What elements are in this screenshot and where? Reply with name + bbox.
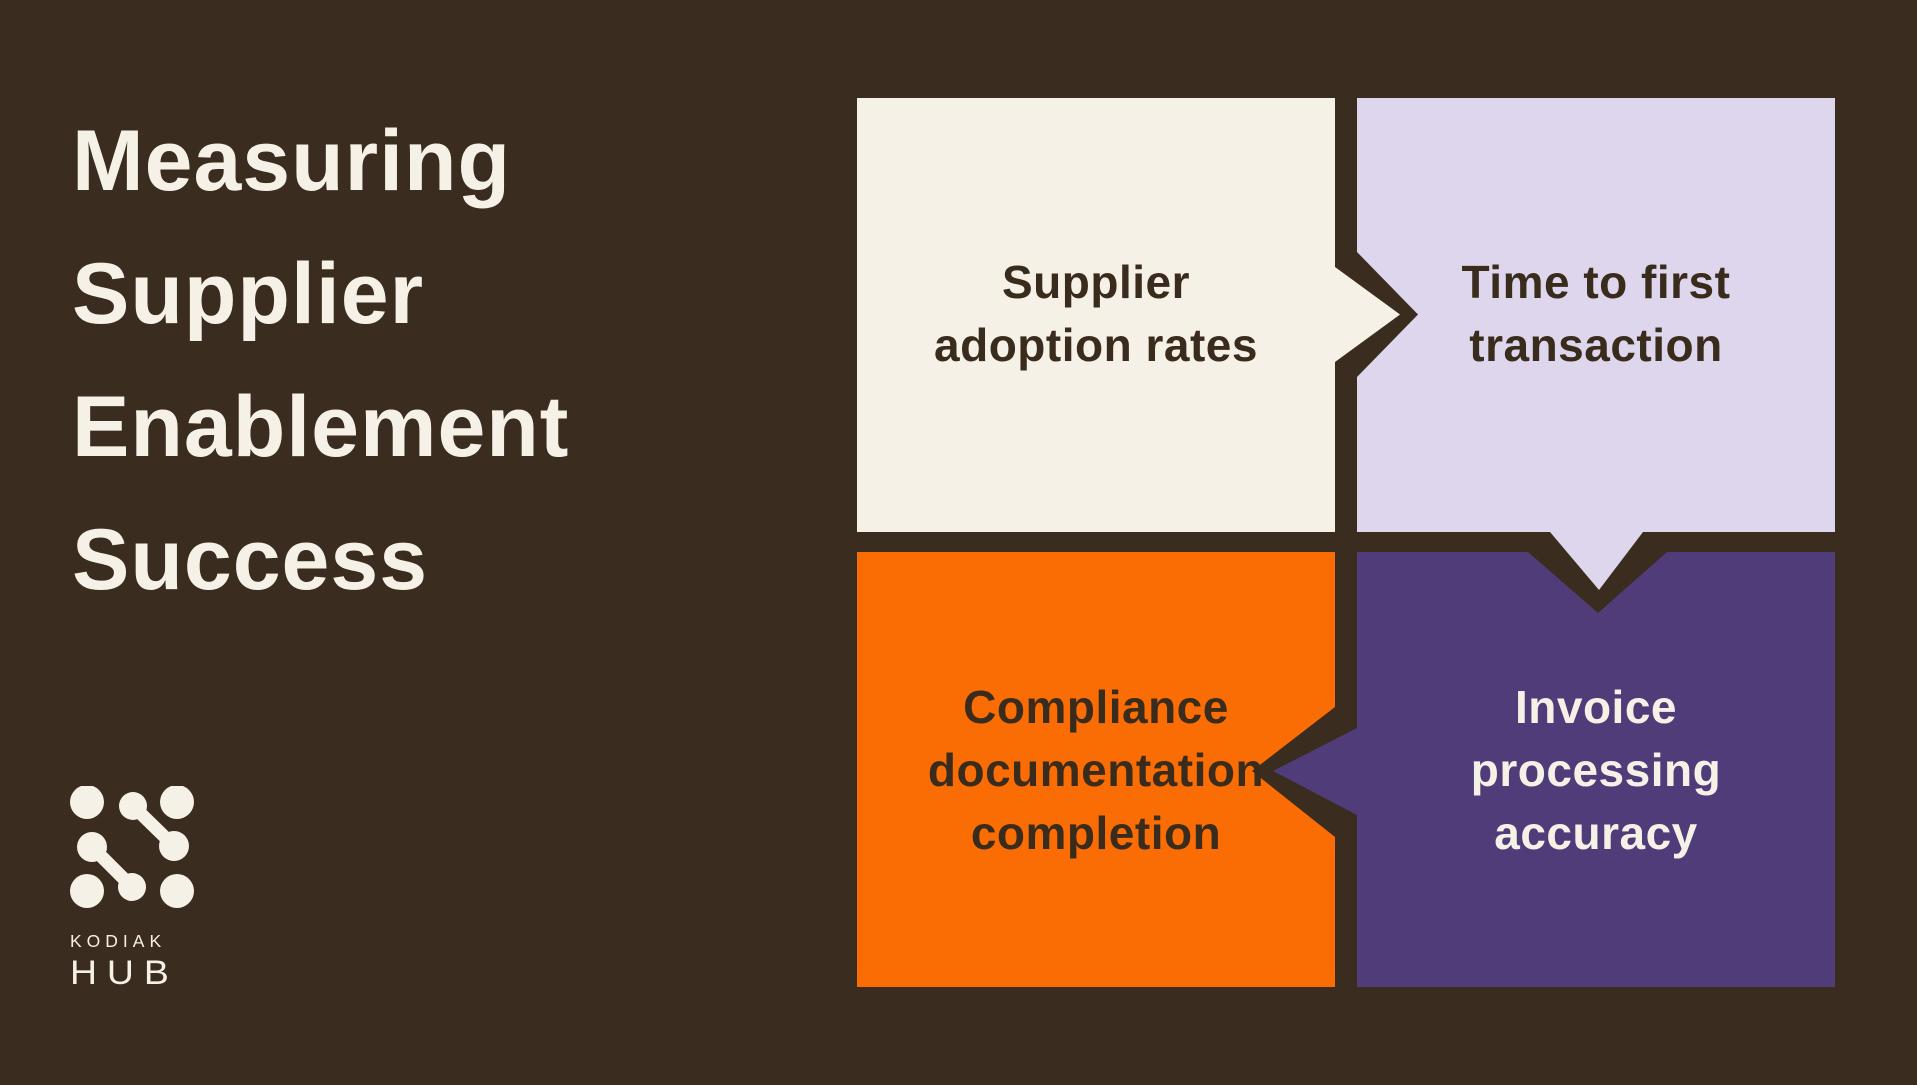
quadrant-shape-time-to-first-transaction (1357, 98, 1835, 590)
quadrant-label-invoice-processing-accuracy: Invoice processing accuracy (1357, 676, 1835, 865)
quadrant-label-line: processing (1470, 744, 1722, 796)
quadrant-label-line: transaction (1469, 319, 1723, 371)
page-title-line-1: Measuring (72, 113, 512, 209)
quadrant-label-line: Time to first (1461, 256, 1731, 308)
quadrant-label-supplier-adoption-rates: Supplier adoption rates (857, 251, 1335, 377)
quadrant-label-line: accuracy (1494, 807, 1698, 859)
page-title-line-4: Success (72, 512, 429, 608)
page-title-line-2: Supplier (72, 246, 425, 342)
quadrant-label-line: Supplier (1001, 256, 1191, 308)
kodiak-logo-icon (70, 786, 194, 908)
quadrant-shapes (857, 98, 1835, 987)
quadrant-label-line: completion (970, 807, 1222, 859)
quadrant-shape-compliance-documentation (857, 552, 1335, 987)
quadrant-label-line: Invoice (1514, 681, 1677, 733)
page-title-line-3: Enablement (72, 379, 570, 475)
page-title: Measuring Supplier Enablement Success (72, 95, 569, 627)
quadrant-label-line: documentation (927, 744, 1265, 796)
logo-text-kodiak: KODIAK (70, 931, 167, 951)
quadrant-label-compliance-documentation: Compliance documentation completion (857, 676, 1335, 865)
logo-text-hub: HUB (70, 954, 179, 992)
quadrant-label-line: adoption rates (934, 319, 1258, 371)
kpi-quadrant-diagram: Supplier adoption rates Time to first tr… (857, 98, 1835, 987)
quadrant-label-time-to-first-transaction: Time to first transaction (1357, 251, 1835, 377)
quadrant-shape-invoice-processing-accuracy (1273, 552, 1835, 987)
quadrant-label-line: Compliance (963, 681, 1229, 733)
quadrant-shape-supplier-adoption-rates (857, 98, 1400, 532)
kodiak-hub-logo: KODIAK HUB (70, 786, 270, 993)
